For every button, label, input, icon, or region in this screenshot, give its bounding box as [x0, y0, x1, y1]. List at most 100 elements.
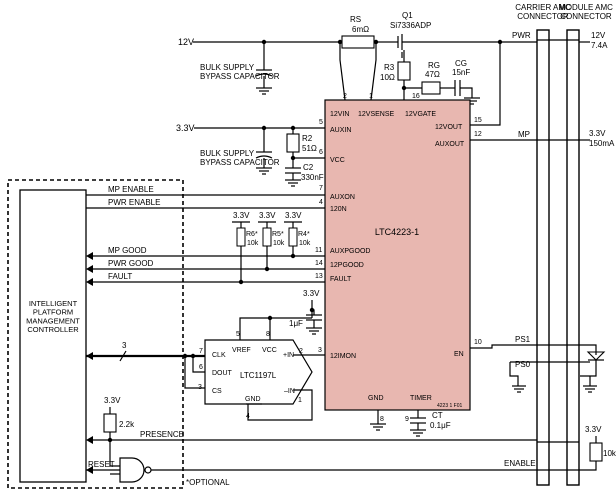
pin-auxout: AUXOUT — [435, 141, 465, 148]
pin-num-1: 1 — [369, 93, 373, 100]
out12-voltage: 12V — [591, 31, 606, 40]
r4-value: 10k — [299, 240, 311, 247]
pwr-label: PWR — [512, 31, 531, 40]
sig-mp-good: MP GOOD — [108, 246, 147, 255]
r2-value: 51Ω — [302, 144, 317, 153]
pin-auxon: AUXON — [330, 194, 355, 201]
connector-cross-lines — [537, 39, 579, 471]
ipmc-dashed-border — [7, 179, 184, 489]
pin-vcc: VCC — [330, 157, 345, 164]
pin-timer: TIMER — [410, 395, 432, 402]
sig-reset: RESET — [88, 460, 115, 469]
r4-resistor — [288, 227, 298, 247]
r2-resistor — [286, 133, 300, 153]
spi-bus: 3 — [86, 341, 205, 389]
sig-presence: PRESENCE — [140, 430, 184, 439]
adc-pin-num-7: 7 — [199, 348, 203, 355]
rs-name: RS — [350, 15, 361, 24]
adc-3v3-label: 3.3V — [303, 289, 320, 298]
adc-pin-inm: –IN — [284, 388, 295, 395]
r3-value: 10Ω — [380, 73, 395, 82]
sig-pwr-enable: PWR ENABLE — [108, 198, 160, 207]
nand-gate-icon — [119, 457, 145, 483]
adc-pin-num-2: 2 — [299, 348, 303, 355]
pin-num-2: 2 — [343, 93, 347, 100]
c2-value: 330nF — [301, 173, 324, 182]
r6-name: R6* — [246, 231, 258, 238]
sig-pwr-good: PWR GOOD — [108, 259, 154, 268]
pin-num-11: 11 — [315, 247, 322, 254]
pin-120n: 120N — [330, 206, 347, 213]
pin-12vin: 12VIN — [330, 111, 349, 118]
adc-pin-clk: CLK — [212, 352, 226, 359]
module-amc-connector — [566, 29, 580, 486]
ltc4223-ref: 4223 1 F01 — [437, 403, 463, 409]
pullup-resistors: 3.3V 3.3V 3.3V R6* 10k R5* 10k R4* 10k — [232, 211, 311, 285]
ltc1197-name: LTC1197L — [240, 371, 277, 380]
pin-gnd: GND — [368, 395, 384, 402]
optional-note: *OPTIONAL — [186, 478, 230, 487]
ltc4223-name: LTC4223-1 — [375, 227, 419, 237]
ps1-label: PS1 — [515, 335, 531, 344]
adc-pin-vcc: VCC — [262, 347, 277, 354]
pin-auxpgood: AUXPGOOD — [330, 248, 370, 255]
adc-pin-num-1: 1 — [298, 397, 302, 404]
q1-mosfet — [388, 34, 500, 58]
adc-pin-gnd: GND — [245, 396, 261, 403]
c2-name: C2 — [303, 163, 314, 172]
mp-label: MP — [518, 130, 530, 139]
pin-num-6: 6 — [319, 149, 323, 156]
ltc1197-body — [204, 339, 313, 405]
r6-supply: 3.3V — [233, 211, 250, 220]
pin-num-5: 5 — [319, 119, 323, 126]
pin-num-10: 10 — [474, 339, 482, 346]
cg-name: CG — [455, 59, 467, 68]
r3-resistor — [397, 61, 411, 81]
r10k-resistor — [589, 442, 603, 462]
pin-auxin: AUXIN — [330, 127, 351, 134]
presence-3v3-label: 3.3V — [104, 396, 121, 405]
control-signals: MP ENABLE PWR ENABLE MP GOOD PWR GOOD FA… — [86, 185, 325, 286]
pin-num-16: 16 — [412, 93, 420, 100]
r6-value: 10k — [247, 240, 259, 247]
pin-num-8: 8 — [380, 416, 384, 423]
v3-label: 3.3V — [176, 123, 195, 133]
rg-value: 47Ω — [425, 70, 440, 79]
pin-en: EN — [454, 351, 464, 358]
pin-num-7: 7 — [319, 185, 323, 192]
cg-value: 15nF — [452, 68, 470, 77]
ps0-label: PS0 — [515, 360, 531, 369]
pin-num-12: 12 — [474, 131, 482, 138]
pin-num-4: 4 — [319, 199, 323, 206]
r4-supply: 3.3V — [285, 211, 302, 220]
ipmc-box — [19, 189, 87, 483]
rs-resistor — [341, 35, 375, 49]
cap-1uf-label: 1μF — [289, 319, 303, 328]
adc-pin-num-5: 5 — [236, 331, 240, 338]
presence-reset: 3.3V 2.2k PRESENCE RESET ENABLE *OPTIONA… — [86, 396, 537, 487]
adc-pin-dout: DOUT — [212, 370, 233, 377]
rail-12v: 12V RS 6mΩ Q1 Si7336ADP R3 10Ω R — [178, 11, 608, 126]
adc-pin-num-6: 6 — [199, 364, 203, 371]
out3-current: 150mA — [589, 139, 615, 148]
rg-name: RG — [428, 61, 440, 70]
ltc4223-body — [324, 99, 471, 411]
ct-value: 0.1μF — [430, 421, 451, 430]
pin-12vsense: 12VSENSE — [358, 111, 395, 118]
ltc1197-adc: LTC1197L VREF VCC CLK DOUT CS GND +IN –I… — [198, 289, 325, 421]
r4-name: R4* — [298, 231, 310, 238]
sig-mp-enable: MP ENABLE — [108, 185, 154, 194]
bottom-grounds: CT 0.1μF — [370, 410, 451, 437]
ct-name: CT — [432, 411, 443, 420]
pin-12imon: 12IMON — [330, 353, 356, 360]
q1-part: Si7336ADP — [390, 21, 431, 30]
right-outputs: MP 3.3V 150mA PS1 PS0 3.3V 10k — [470, 129, 616, 471]
sig-enable: ENABLE — [504, 459, 536, 468]
